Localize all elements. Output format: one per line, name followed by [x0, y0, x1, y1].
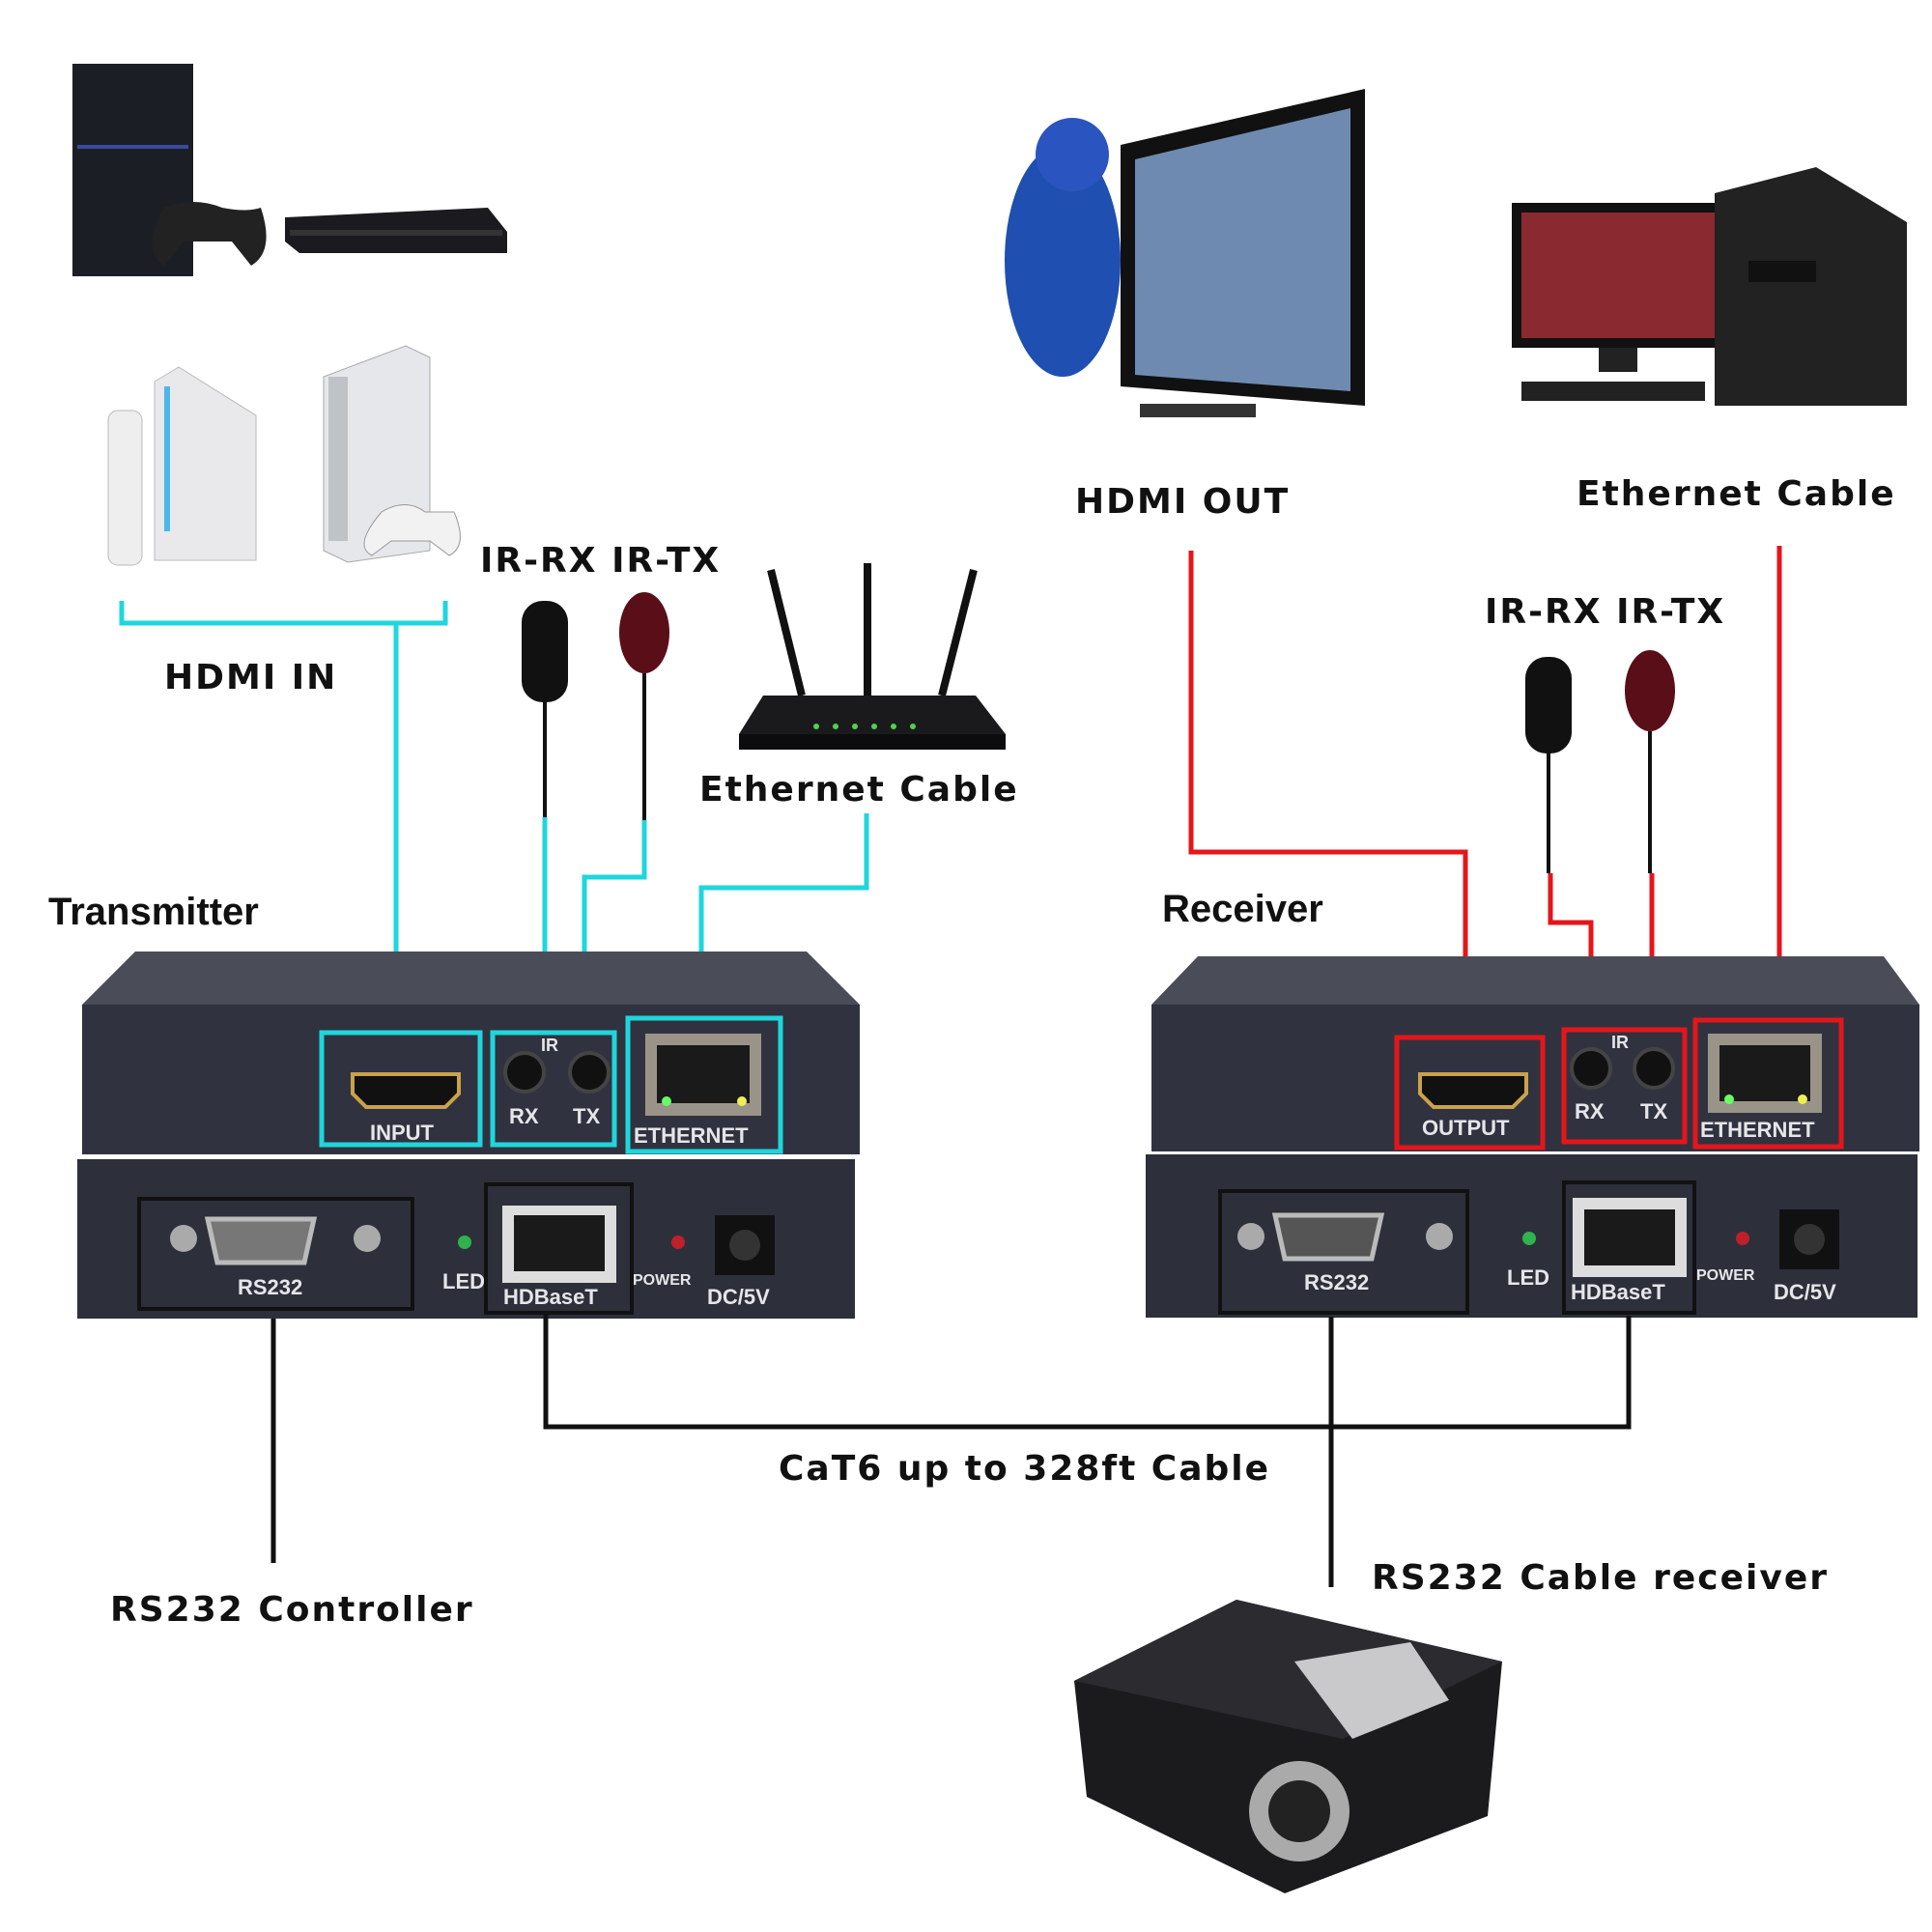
ir-sensor-icon	[1525, 657, 1572, 873]
ir-ports[interactable]	[490, 1030, 617, 1148]
router-icon	[739, 563, 1006, 750]
rs232-controller-label: RS232 Controller	[110, 1590, 474, 1630]
ethernet-cable-label-right: Ethernet Cable	[1577, 474, 1896, 514]
hdmi-out-label: HDMI OUT	[1075, 482, 1290, 522]
output-label: OUTPUT	[1422, 1116, 1510, 1140]
hdbaset-port-receiver[interactable]	[1562, 1180, 1696, 1315]
ir-emitter-icon	[1625, 650, 1675, 873]
hdbaset-label: HDBaseT	[1571, 1280, 1665, 1304]
receiver-unit: OUTPUT IR RX TX ETHERNET RS232 LED HDBas…	[1146, 956, 1919, 1318]
tv-icon	[1005, 89, 1365, 417]
ir-emitter-icon	[619, 592, 669, 820]
hdmi-in-label: HDMI IN	[164, 658, 337, 697]
input-label: INPUT	[370, 1121, 435, 1145]
game-console-icon	[72, 64, 267, 276]
xbox-icon	[323, 345, 461, 563]
ethernet-port-receiver[interactable]	[1692, 1017, 1844, 1150]
wii-icon	[107, 366, 257, 566]
led-label: LED	[442, 1269, 485, 1293]
ir-sensor-icon	[522, 601, 568, 817]
rs232-port[interactable]	[137, 1197, 414, 1311]
cat6-cable	[543, 1313, 1632, 1430]
power-indicator	[671, 1236, 685, 1249]
led-indicator	[458, 1236, 471, 1249]
transmitter-label: Transmitter	[48, 891, 259, 933]
hdmi-input-port[interactable]	[319, 1030, 483, 1148]
ir-port-label: IR	[1611, 1033, 1629, 1052]
blu-ray-player-icon	[285, 208, 507, 253]
cat6-label: CaT6 up to 328ft Cable	[779, 1449, 1270, 1489]
projector-icon	[1074, 1600, 1502, 1893]
ethernet-port[interactable]	[625, 1015, 783, 1154]
rs232-label: RS232	[238, 1275, 302, 1299]
ethernet-label: ETHERNET	[1700, 1118, 1815, 1142]
receiver-label: Receiver	[1162, 888, 1323, 930]
hdbaset-label: HDBaseT	[503, 1285, 598, 1309]
ir-ports-receiver[interactable]	[1561, 1027, 1688, 1145]
ir-port-label: IR	[541, 1036, 558, 1055]
ir-label-left: IR-RX IR-TX	[480, 541, 721, 581]
desktop-pc-icon	[1512, 167, 1907, 406]
hdmi-out-line	[1188, 551, 1468, 1037]
ethernet-cable-label-left: Ethernet Cable	[699, 770, 1019, 810]
tx-label: TX	[1640, 1099, 1667, 1123]
hdmi-port-icon	[1418, 1072, 1528, 1109]
led-indicator	[1522, 1232, 1536, 1245]
power-label: POWER	[633, 1272, 692, 1289]
ir-label-right: IR-RX IR-TX	[1485, 592, 1725, 632]
hdmi-output-port[interactable]	[1394, 1035, 1546, 1151]
ethernet-label: ETHERNET	[634, 1123, 749, 1148]
led-label: LED	[1507, 1265, 1549, 1290]
dc-label: DC/5V	[1774, 1280, 1836, 1304]
rs232-port-receiver[interactable]	[1218, 1189, 1469, 1315]
dc-label: DC/5V	[707, 1285, 770, 1309]
rs232-label: RS232	[1304, 1270, 1369, 1294]
hdmi-port-icon	[351, 1072, 461, 1109]
transmitter-unit: INPUT IR RX TX ETHERNET RS232 LED HDBase…	[77, 952, 860, 1319]
rx-label: RX	[509, 1104, 539, 1128]
power-indicator	[1736, 1232, 1749, 1245]
hdbaset-port[interactable]	[484, 1182, 634, 1315]
tx-label: TX	[573, 1104, 600, 1128]
rs232-receiver-label: RS232 Cable receiver	[1372, 1558, 1829, 1598]
power-label: POWER	[1696, 1267, 1755, 1284]
rx-label: RX	[1575, 1099, 1605, 1123]
